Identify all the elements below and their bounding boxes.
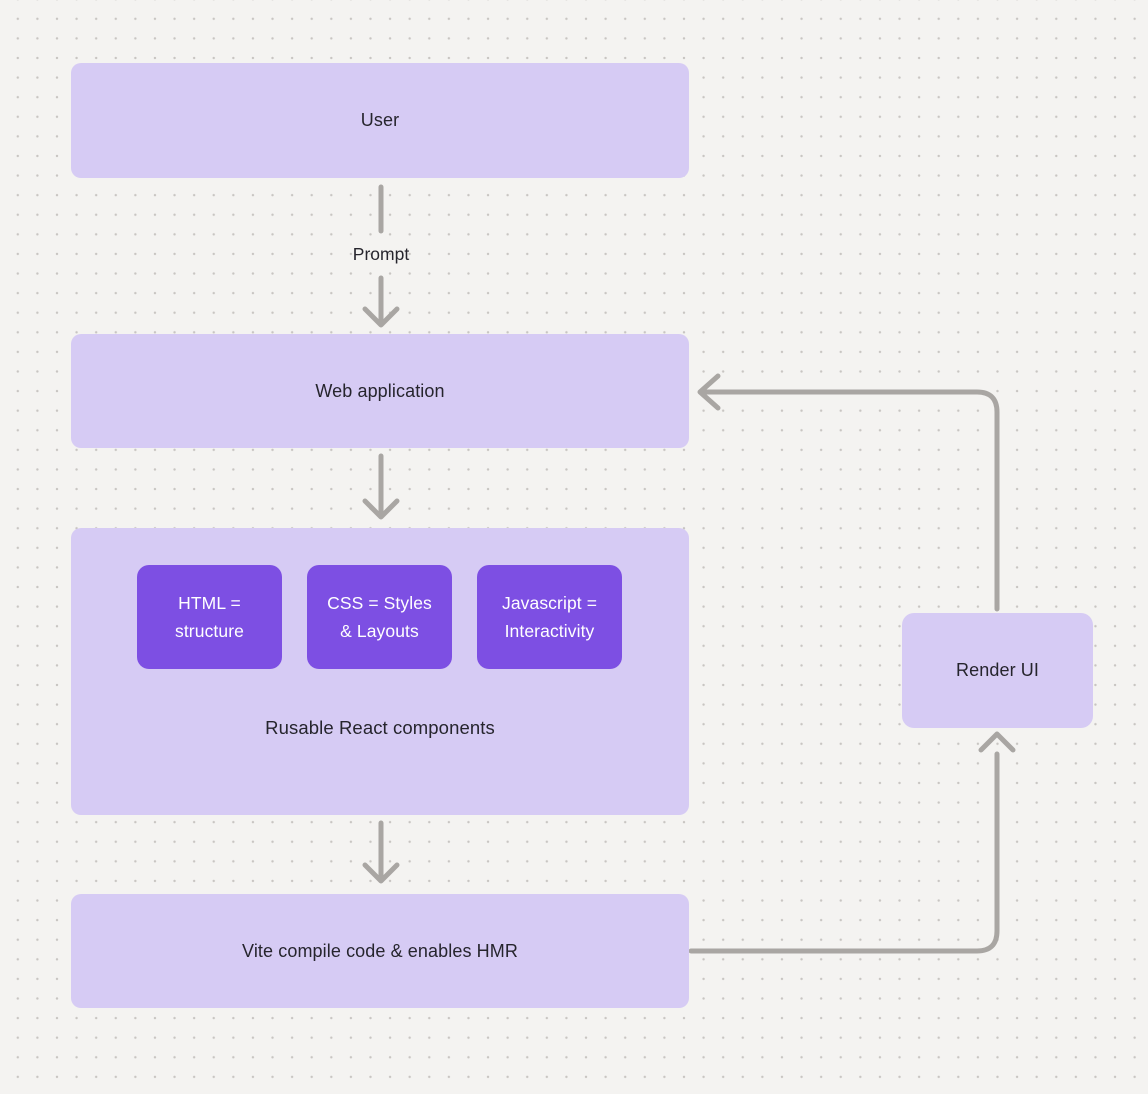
edge-vite-to-renderui-head — [978, 731, 1016, 753]
node-web-application[interactable]: Web application — [71, 334, 689, 448]
edge-components-to-vite-head — [362, 862, 400, 884]
node-components-group[interactable]: HTML = structure CSS = Styles & Layouts … — [71, 528, 689, 815]
edge-renderui-to-webapp-head — [697, 373, 721, 411]
node-user-label: User — [360, 110, 400, 130]
edge-renderui-to-webapp — [699, 389, 1000, 612]
components-group-caption: Rusable React components — [265, 717, 495, 738]
node-css-styles-label: CSS = Styles & Layouts — [327, 593, 432, 641]
edge-webapp-to-components-head — [362, 498, 400, 520]
node-web-application-label: Web application — [315, 380, 445, 401]
node-css-styles[interactable]: CSS = Styles & Layouts — [307, 565, 452, 669]
edge-prompt-to-webapp-head — [362, 306, 400, 328]
node-html-structure-label: HTML = structure — [175, 593, 244, 641]
node-javascript-interactivity-label: Javascript = Interactivity — [501, 593, 598, 641]
node-vite-label: Vite compile code & enables HMR — [242, 940, 518, 961]
node-render-ui-label: Render UI — [956, 660, 1039, 680]
node-vite[interactable]: Vite compile code & enables HMR — [71, 894, 689, 1008]
node-html-structure[interactable]: HTML = structure — [137, 565, 282, 669]
node-javascript-interactivity[interactable]: Javascript = Interactivity — [477, 565, 622, 669]
edge-vite-to-renderui — [688, 751, 1000, 954]
edge-label-prompt: Prompt — [352, 244, 410, 264]
node-render-ui[interactable]: Render UI — [902, 613, 1093, 728]
node-user[interactable]: User — [71, 63, 689, 178]
